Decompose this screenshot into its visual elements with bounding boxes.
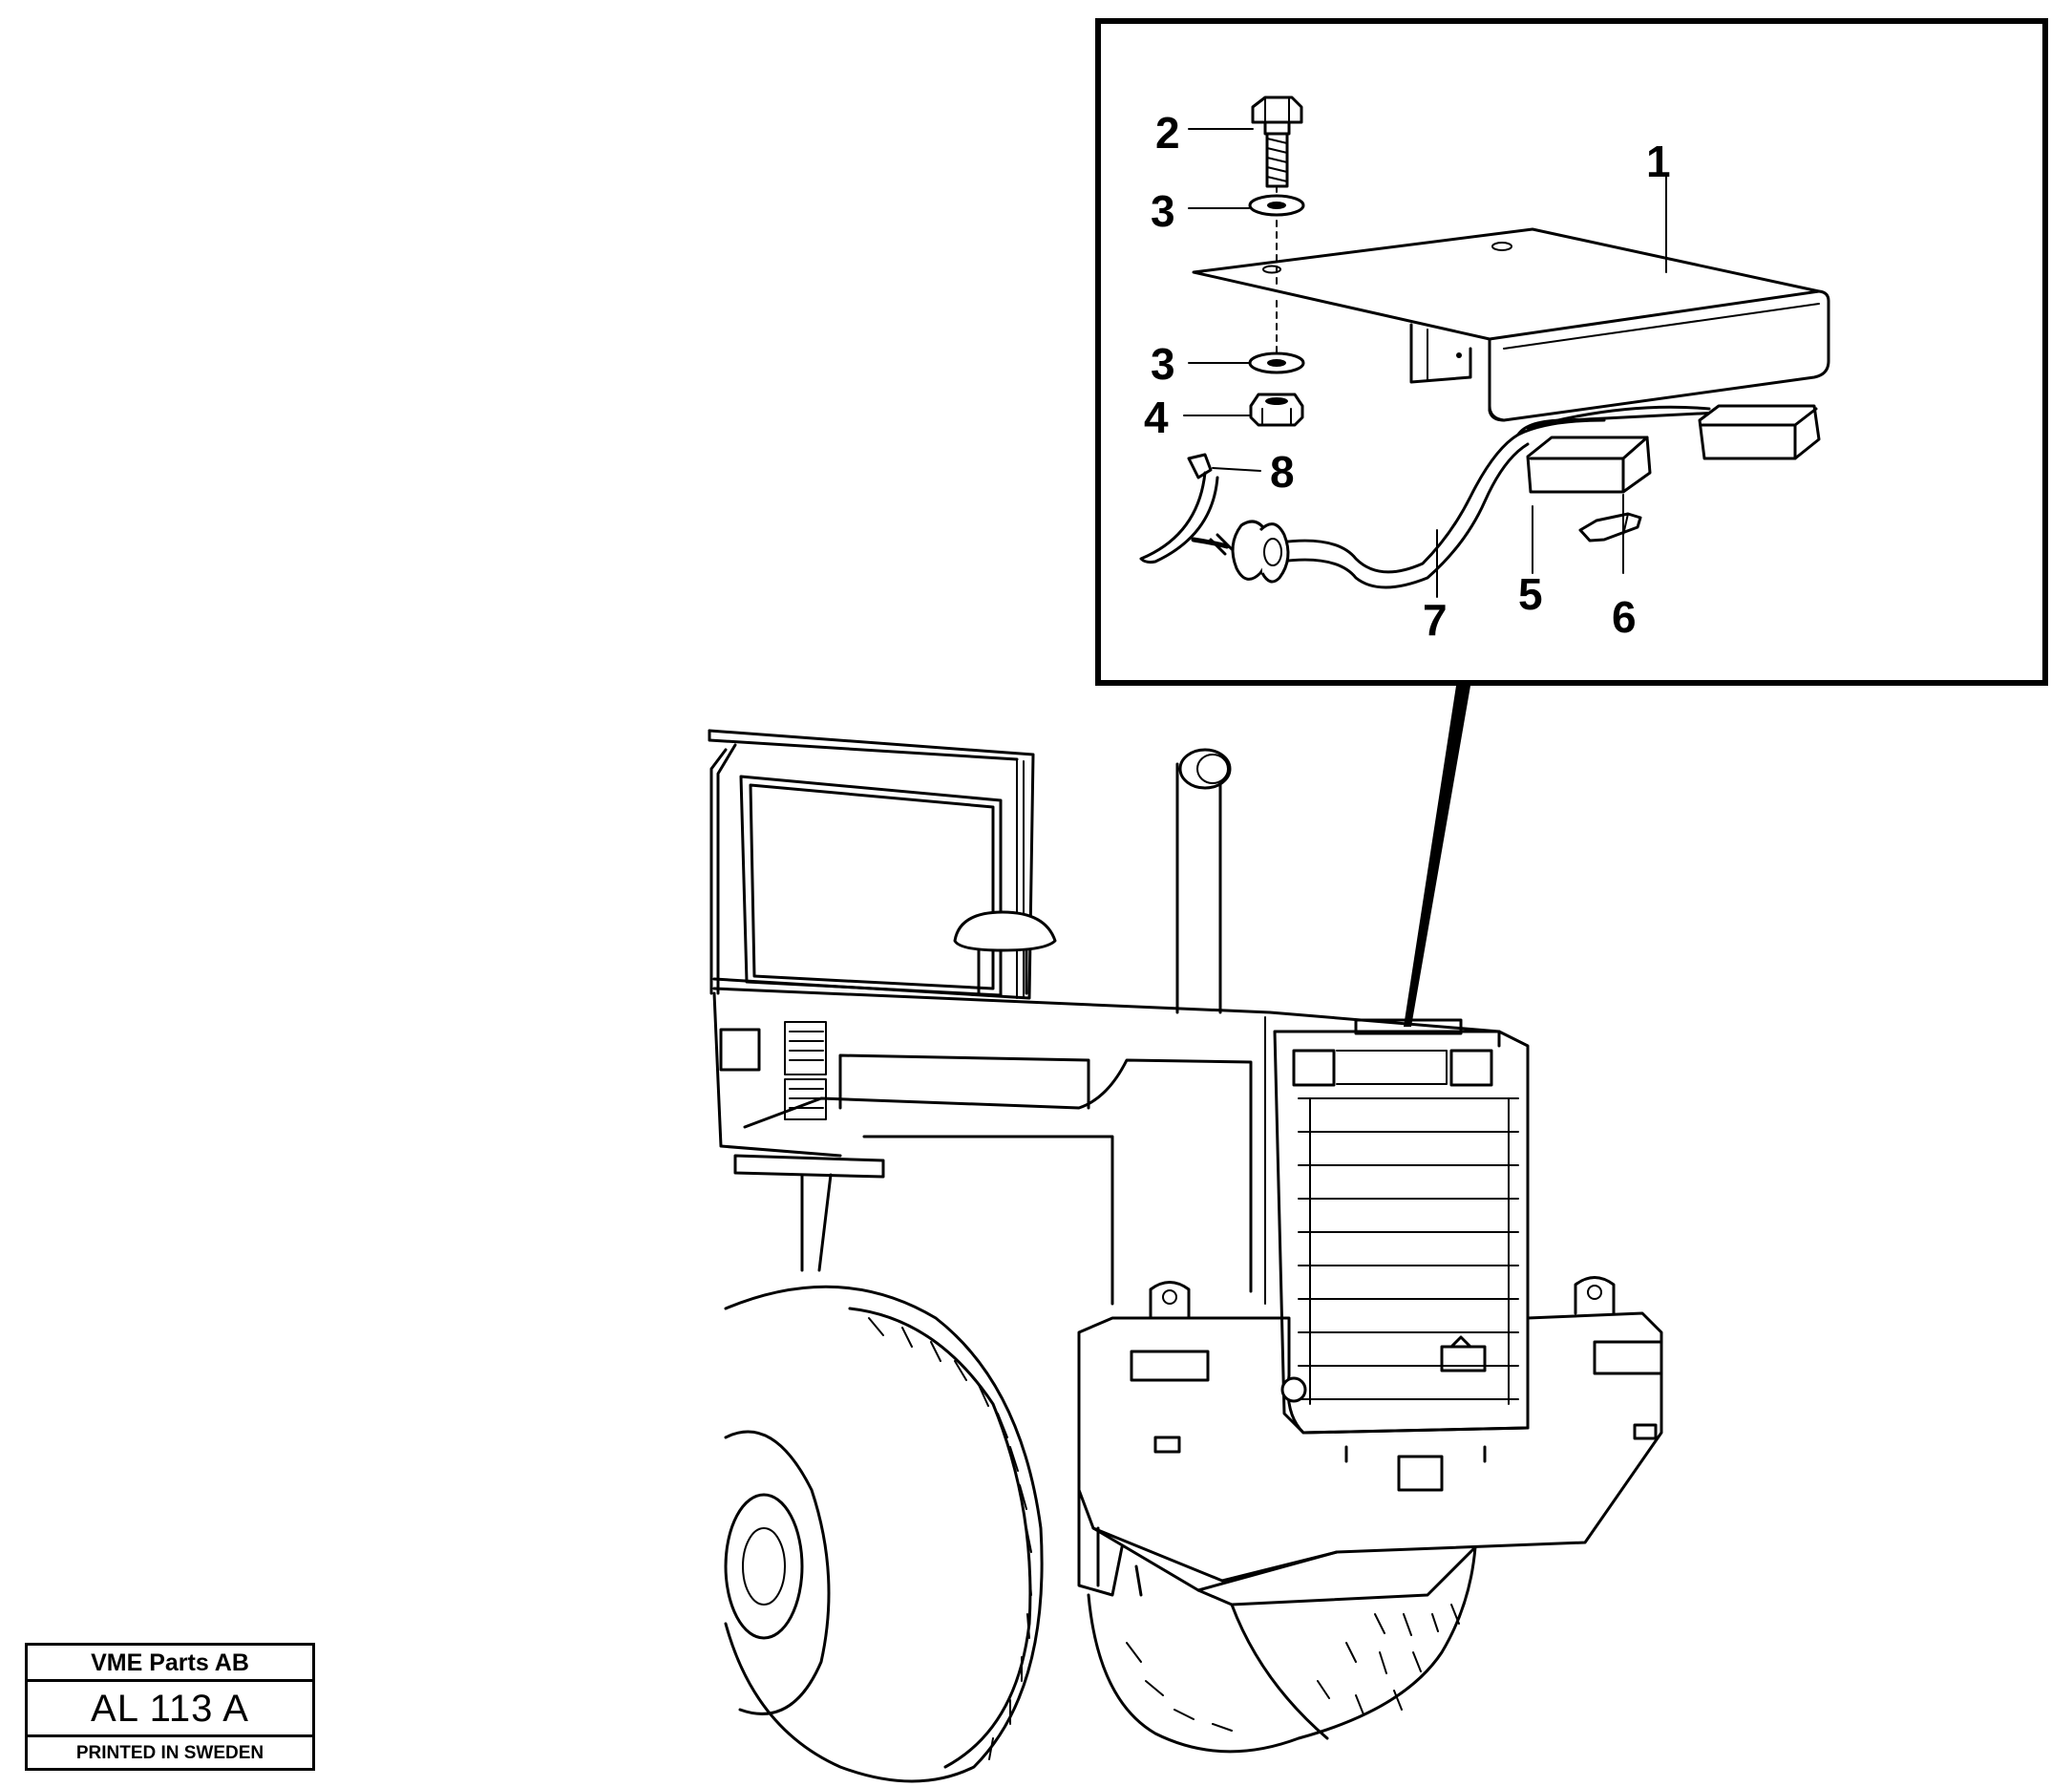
drawing-code: AL 113 A: [28, 1682, 312, 1737]
rear-wheel-right: [1087, 1545, 1477, 1754]
washer-part-upper: [1248, 194, 1305, 217]
nut-part: [1249, 393, 1304, 427]
callout-3-lower: 3: [1151, 339, 1175, 389]
detail-pointer: [1404, 686, 1470, 1027]
cable-part: [1191, 405, 1721, 589]
wheel-loader: [708, 729, 1663, 1783]
callout-2: 2: [1155, 108, 1180, 158]
cover-plate-part: [1192, 227, 1830, 422]
callout-1: 1: [1646, 137, 1671, 186]
company-name: VME Parts AB: [28, 1646, 312, 1682]
bolt-part: [1251, 96, 1303, 287]
connector-part: [1526, 404, 1821, 494]
callout-8: 8: [1270, 447, 1295, 497]
counterweight: [1077, 1276, 1663, 1606]
title-block: VME Parts AB AL 113 A PRINTED IN SWEDEN: [25, 1643, 315, 1771]
washer-part-lower: [1248, 351, 1305, 374]
exhaust-pipe: [1175, 748, 1232, 1014]
callout-3-upper: 3: [1151, 186, 1175, 236]
radiator-grille: [1273, 1018, 1530, 1435]
leader-lines: [1183, 128, 1667, 598]
callout-5: 5: [1518, 569, 1543, 619]
cable-tie-part: [1139, 453, 1219, 564]
cab: [708, 729, 1035, 1000]
engine-hood: [712, 987, 1501, 1306]
callout-4: 4: [1144, 393, 1169, 442]
air-cleaner: [953, 910, 1057, 995]
printed-note: PRINTED IN SWEDEN: [75, 1743, 264, 1763]
callout-6: 6: [1612, 592, 1637, 642]
rear-wheel-left: [724, 1285, 1044, 1783]
callout-7: 7: [1423, 595, 1448, 645]
detail-inset: 1 2 3 3 4 5 6 7 8: [1095, 18, 2048, 686]
